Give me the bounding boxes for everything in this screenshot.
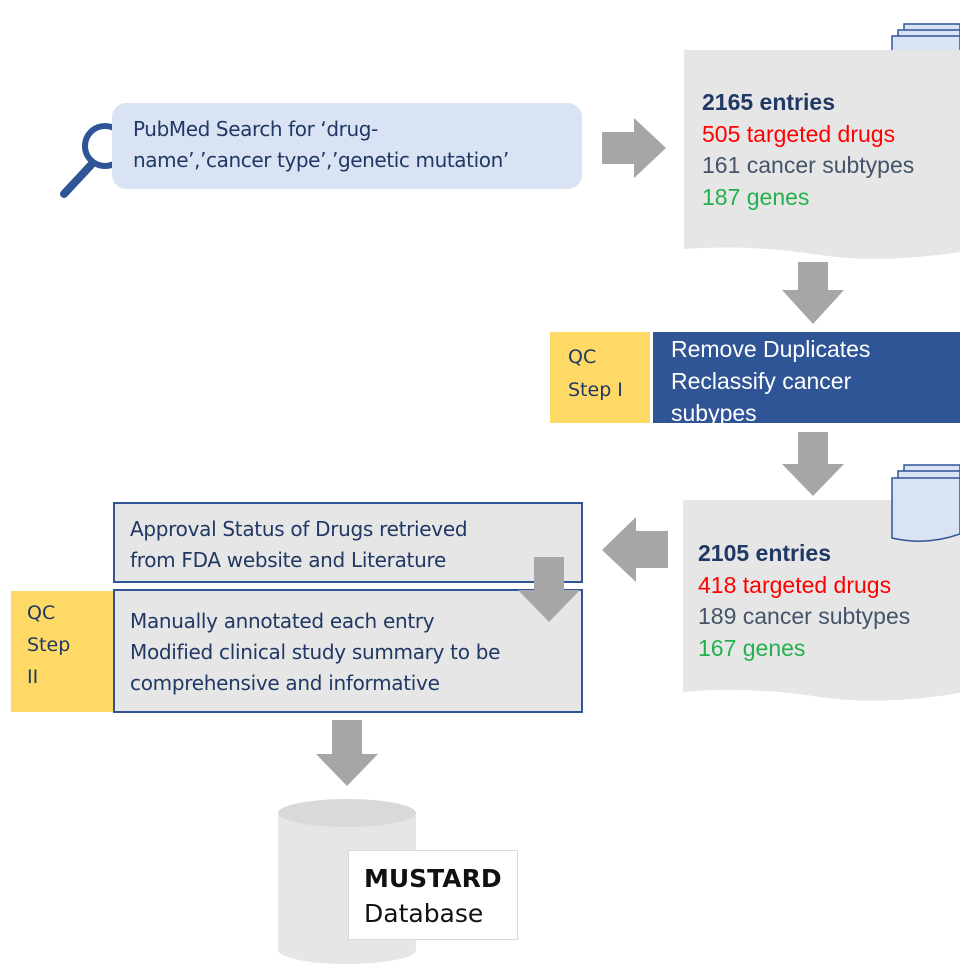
cancer-subtypes-count: 161 cancer subtypes bbox=[702, 152, 915, 178]
qc-step-2-line-1: Manually annotated each entry bbox=[130, 609, 435, 633]
qc-step-2-label: QC Step II bbox=[11, 591, 113, 712]
cancer-subtypes-count: 189 cancer subtypes bbox=[698, 603, 911, 629]
search-line-2: name’,’cancer type’,’genetic mutation’ bbox=[133, 148, 509, 172]
qc-step-2-label-line-2: Step bbox=[27, 634, 71, 656]
result-document-1 bbox=[684, 50, 960, 259]
search-description: PubMed Search for ‘drug- name’,’cancer t… bbox=[133, 114, 509, 176]
qc-step-1-line-3: subypes bbox=[671, 400, 757, 426]
search-box bbox=[112, 103, 582, 189]
qc-step-2-box: Manually annotated each entry Modified c… bbox=[113, 589, 583, 713]
result-document-2 bbox=[683, 500, 960, 701]
genes-count: 167 genes bbox=[698, 634, 806, 661]
qc-step-2-label-line-1: QC bbox=[27, 602, 56, 624]
arrow-down-4 bbox=[316, 720, 378, 786]
qc-step-1-line-2: Reclassify cancer bbox=[671, 368, 852, 394]
targeted-drugs-count: 505 targeted drugs bbox=[702, 120, 896, 147]
qc-step-1-label-line-1: QC bbox=[568, 346, 597, 368]
result-summary-2: 2105 entries 418 targeted drugs 189 canc… bbox=[698, 538, 910, 664]
database-name: MUSTARD bbox=[364, 864, 502, 893]
qc-step-1-label: QC Step I bbox=[550, 332, 650, 423]
arrow-down-2 bbox=[782, 432, 844, 496]
search-line-1: PubMed Search for ‘drug- bbox=[133, 117, 378, 141]
arrow-down-1 bbox=[782, 262, 844, 324]
genes-count: 187 genes bbox=[702, 183, 810, 210]
entries-count: 2165 entries bbox=[702, 89, 835, 115]
targeted-drugs-count: 418 targeted drugs bbox=[698, 571, 892, 598]
qc-step-2-line-3: comprehensive and informative bbox=[130, 671, 440, 695]
document-stack-icon-2 bbox=[891, 464, 960, 542]
approval-status-box: Approval Status of Drugs retrieved from … bbox=[113, 502, 583, 583]
database-label-box: MUSTARD Database bbox=[348, 850, 518, 940]
arrow-left bbox=[602, 517, 668, 582]
database-label: Database bbox=[364, 899, 484, 928]
approval-line-2: from FDA website and Literature bbox=[130, 548, 446, 572]
approval-line-1: Approval Status of Drugs retrieved bbox=[130, 517, 468, 541]
result-summary-1: 2165 entries 505 targeted drugs 161 canc… bbox=[702, 87, 914, 213]
qc-step-2-label-line-3: II bbox=[27, 666, 39, 688]
arrow-down-overlay bbox=[518, 557, 580, 622]
qc-step-1-box: Remove Duplicates Reclassify cancer suby… bbox=[653, 332, 960, 426]
entries-count: 2105 entries bbox=[698, 540, 831, 566]
qc-step-1-line-1: Remove Duplicates bbox=[671, 336, 871, 362]
qc-step-2-line-2: Modified clinical study summary to be bbox=[130, 640, 501, 664]
arrow-right bbox=[602, 118, 666, 178]
qc-step-1-label-line-2: Step I bbox=[568, 379, 623, 401]
